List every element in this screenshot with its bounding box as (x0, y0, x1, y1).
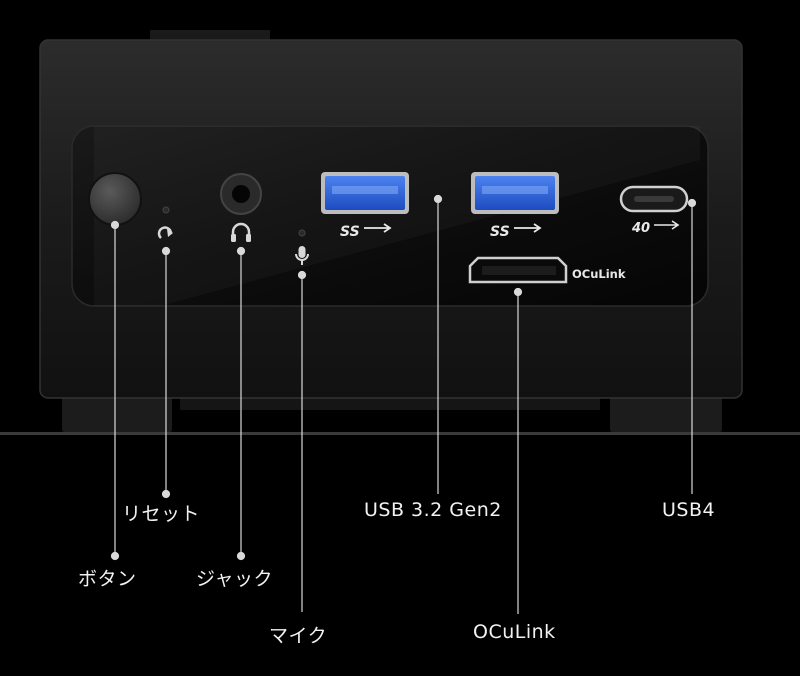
usb-c-port (619, 185, 689, 213)
callout-dot-jack (236, 246, 246, 256)
callout-dot-usb32 (433, 194, 443, 204)
mic-pinhole (298, 229, 306, 237)
table-edge (0, 432, 800, 435)
label-usb32: USB 3.2 Gen2 (364, 499, 502, 521)
callout-end-reset (161, 489, 171, 499)
oculink-port-text: OCuLink (572, 267, 626, 281)
callout-dot-usb4 (687, 198, 697, 208)
callout-dot-oculink (513, 287, 523, 297)
audio-jack-hole (232, 185, 250, 203)
foot-right (610, 395, 722, 433)
label-oculink: OCuLink (473, 621, 556, 643)
callout-dot-reset (161, 246, 171, 256)
power-button (88, 172, 142, 226)
label-reset: リセット (122, 503, 201, 525)
callout-end-button (110, 551, 120, 561)
top-vent (150, 30, 270, 40)
thunderbolt-40-icon: 40 (631, 220, 680, 236)
callout-dot-button (110, 220, 120, 230)
oculink-port (468, 256, 568, 284)
label-jack: ジャック (196, 568, 274, 590)
superspeed-icon: SS (340, 223, 392, 240)
label-button: ボタン (78, 568, 137, 590)
callout-end-jack (236, 551, 246, 561)
callout-dot-mic (297, 270, 307, 280)
label-usb4: USB4 (662, 499, 716, 521)
superspeed-icon: SS (490, 223, 542, 240)
ss-label-1: SS (340, 224, 360, 240)
usb-a-port-1 (321, 172, 409, 214)
label-mic: マイク (269, 625, 328, 647)
headphone-icon (231, 222, 251, 242)
foot-left (62, 395, 172, 433)
callout-lines (110, 194, 697, 614)
reset-pinhole (162, 206, 170, 214)
microphone-icon (295, 246, 309, 265)
ss-label-2: SS (490, 224, 510, 240)
reset-icon (157, 226, 173, 239)
usb4-speed-label: 40 (631, 221, 650, 236)
usb-a-port-2 (471, 172, 559, 214)
